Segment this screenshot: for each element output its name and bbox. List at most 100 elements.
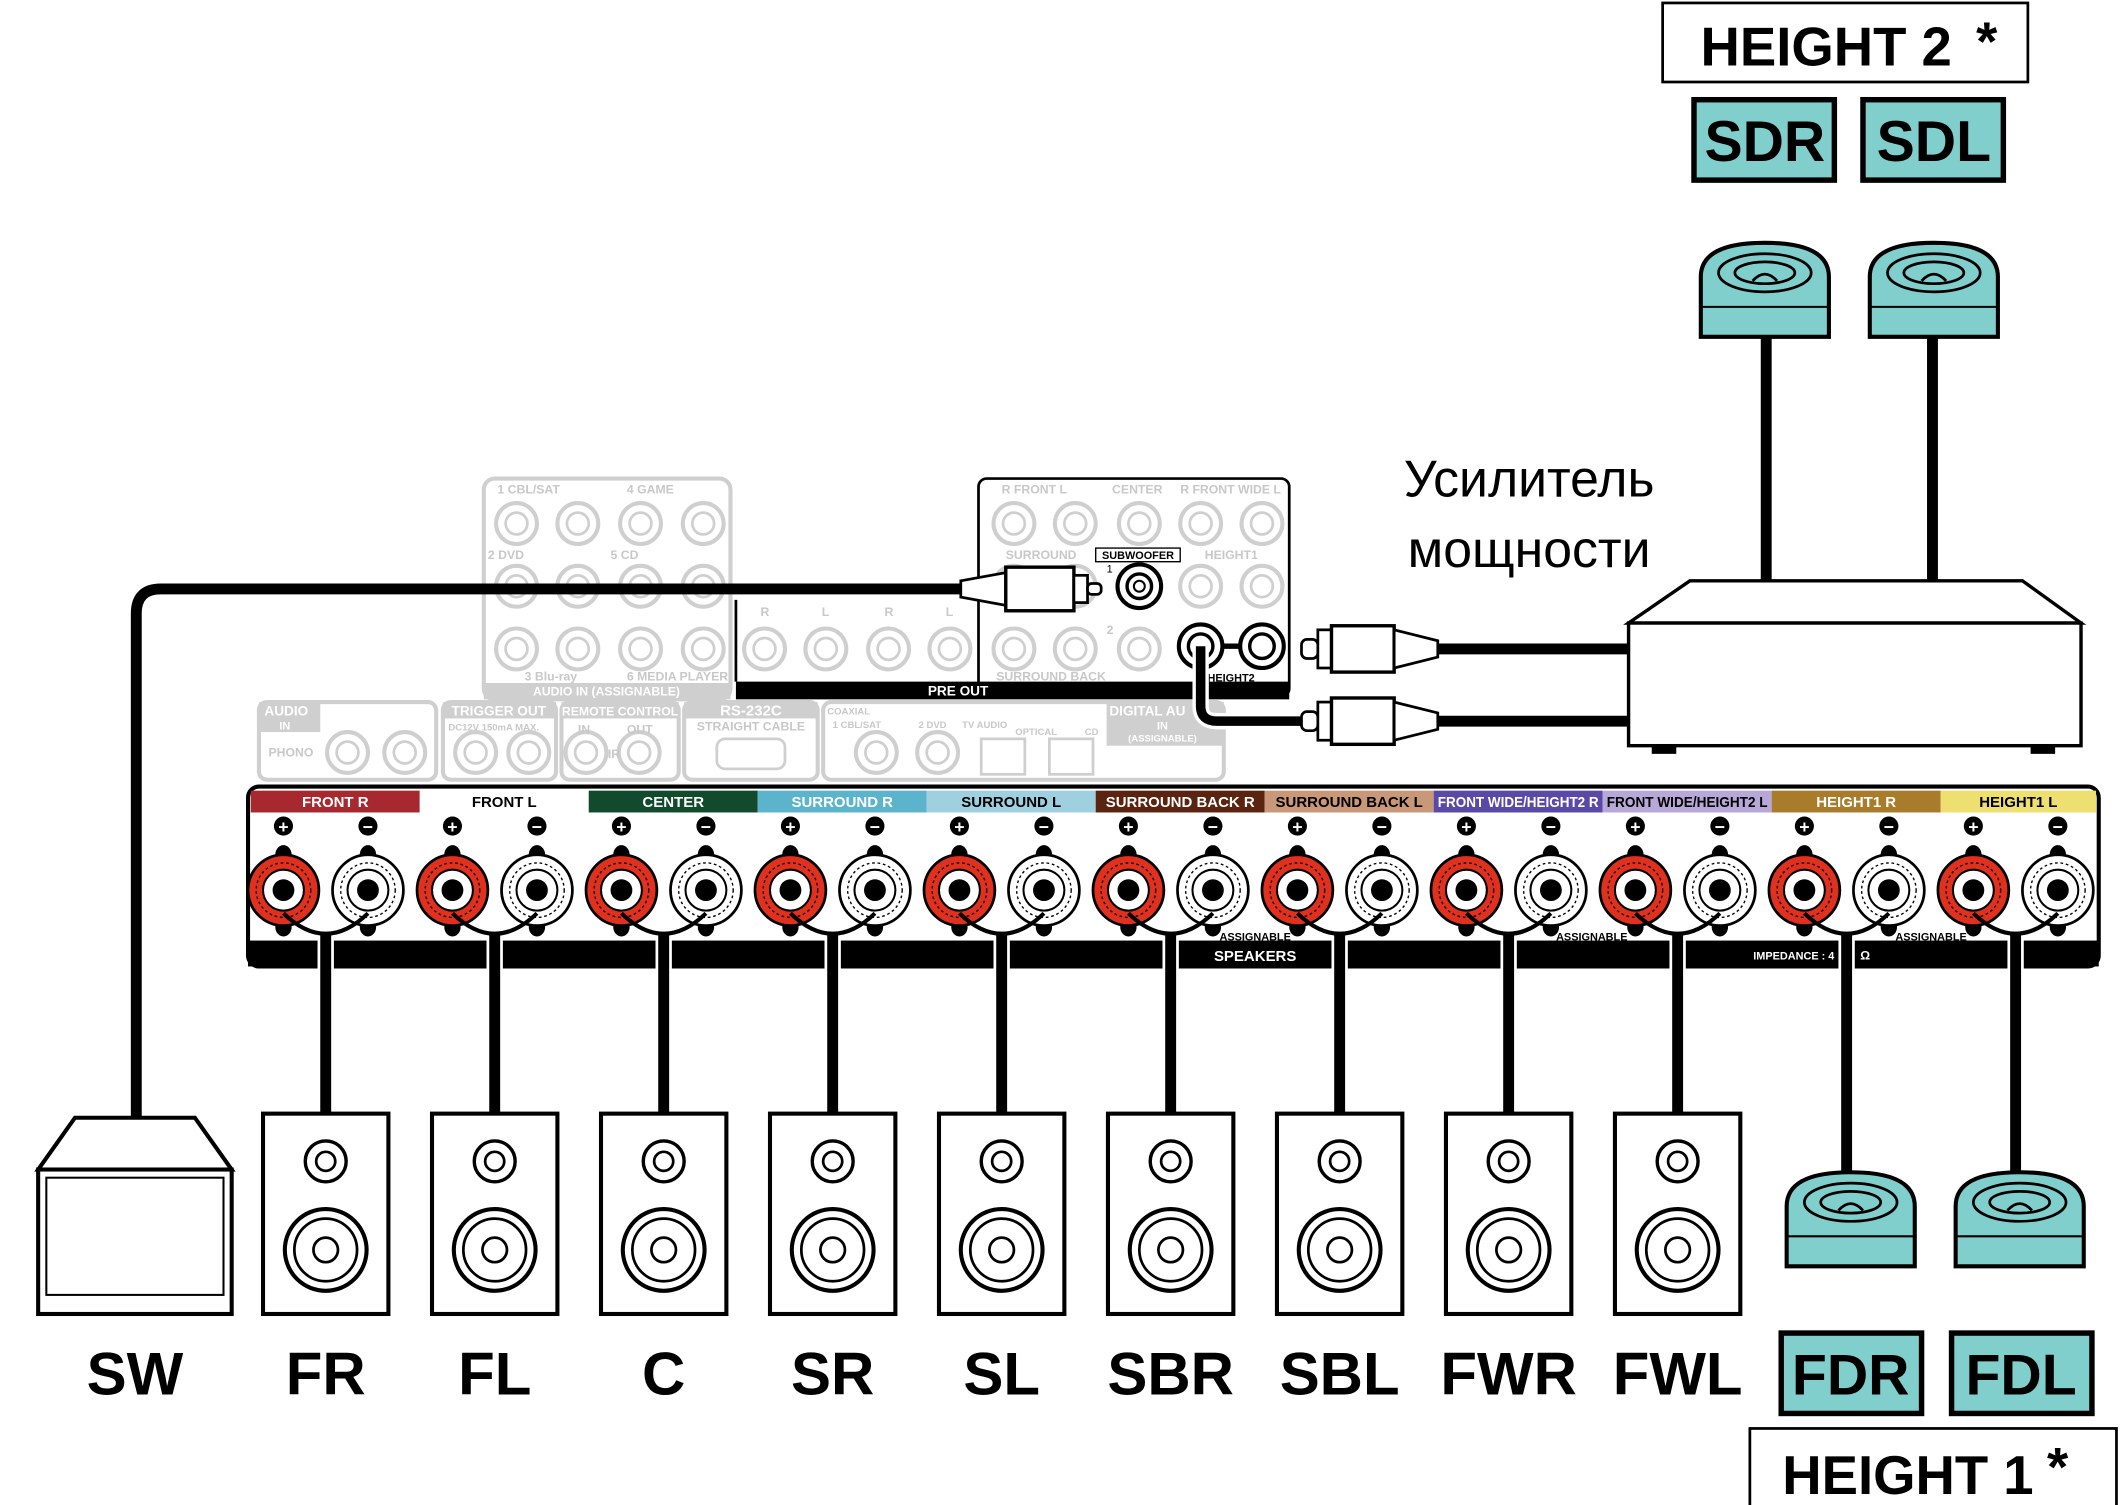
positive-terminal[interactable]: + (1429, 816, 1504, 937)
rca-jack-icon (680, 501, 726, 547)
rca-jack-icon (1116, 501, 1162, 547)
panel-label: HEIGHT1 (1205, 548, 1258, 562)
floor-speaker (429, 1111, 560, 1317)
positive-terminal[interactable]: + (922, 816, 997, 937)
rca-jack-icon (853, 730, 899, 775)
panel-label: COAXIAL (827, 706, 870, 717)
panel-label: IN (578, 722, 590, 736)
panel-label: DIGITAL AU (1109, 704, 1185, 719)
rca-jack-icon (803, 626, 849, 672)
negative-terminal[interactable]: − (2021, 816, 2095, 937)
panel-label: SURROUND (1006, 548, 1077, 562)
terminal-label-side: R (358, 794, 369, 811)
speaker-label-fl: FL (458, 1340, 531, 1407)
terminal-label: FRONT WIDE/HEIGHT2R (1438, 794, 1599, 811)
floor-speaker (1612, 1111, 1743, 1317)
floor-speaker (1105, 1111, 1236, 1317)
positive-terminal[interactable]: + (1091, 816, 1166, 937)
panel-label: R (884, 605, 893, 619)
panel-label: R (760, 605, 769, 619)
panel-label: CD (1085, 727, 1099, 738)
positive-terminal[interactable]: + (1936, 816, 2011, 937)
terminal-label-text: SURROUND BACK (1276, 794, 1410, 811)
terminal-label-bg (1095, 790, 1265, 813)
panel-label: PHONO (268, 746, 313, 760)
height1-asterisk: * (2047, 1437, 2069, 1498)
cables (130, 562, 1440, 1121)
terminal-label-text: SURROUND (791, 794, 878, 811)
positive-terminal[interactable]: + (584, 816, 659, 937)
terminal-label-side: R (1885, 794, 1896, 811)
panel-label: AUDIO (264, 704, 308, 719)
negative-terminal[interactable]: − (1007, 816, 1081, 937)
terminal-label-bg (1771, 790, 1941, 813)
panel-label: (ASSIGNABLE) (1128, 734, 1197, 745)
minus-sign: − (1715, 817, 1725, 837)
rca-jack-icon (616, 730, 662, 775)
panel-label: 2 DVD (488, 548, 524, 562)
negative-terminal[interactable]: − (1345, 816, 1419, 937)
floor-speaker (767, 1111, 898, 1317)
rca-jack-icon (1116, 626, 1162, 672)
negative-terminal[interactable]: − (1514, 816, 1588, 937)
rca-jack-icon (1178, 501, 1224, 547)
plus-sign: + (1799, 817, 1809, 837)
negative-terminal[interactable]: − (500, 816, 574, 937)
rca-jack-icon (555, 501, 601, 547)
terminal-label-text: FRONT WIDE/HEIGHT2 (1438, 794, 1585, 811)
rca-jack-icon (1178, 563, 1224, 609)
terminal-label-side: R (1589, 794, 1599, 811)
positive-terminal[interactable]: + (415, 816, 490, 937)
terminal-label-text: FRONT (302, 794, 354, 811)
negative-terminal[interactable]: − (1683, 816, 1757, 937)
impedance-ohm: Ω (1860, 949, 1870, 963)
minus-sign: − (1039, 817, 1049, 837)
subwoofer-speaker (34, 1115, 236, 1317)
rca-jack-icon (494, 626, 539, 672)
height2-pre-out-jack-l (1238, 622, 1286, 671)
rca-jack-icon (915, 730, 961, 775)
negative-terminal[interactable]: − (838, 816, 912, 937)
terminal-label-bg (757, 790, 927, 813)
terminal-label-text: HEIGHT1 (1979, 794, 2044, 811)
impedance-label: IMPEDANCE : 4 (1753, 951, 1834, 963)
positive-terminal[interactable]: + (1767, 816, 1842, 937)
terminal-label-side: R (882, 794, 893, 811)
speaker-label-sbl: SBL (1280, 1340, 1400, 1407)
rca-jack-icon (1239, 563, 1285, 609)
speaker-fdl (1953, 1170, 2086, 1269)
positive-terminal[interactable]: + (753, 816, 828, 937)
rca-plug-amp-l (1300, 696, 1440, 747)
terminal-label-text: SURROUND (961, 794, 1048, 811)
terminal-label-text: FRONT WIDE/HEIGHT2 (1607, 794, 1756, 811)
height2-cable (1195, 646, 1309, 726)
positive-terminal[interactable]: + (1260, 816, 1335, 937)
panel-label: R FRONT WIDE L (1180, 483, 1281, 497)
terminal-label-text: HEIGHT1 (1816, 794, 1881, 811)
negative-terminal[interactable]: − (669, 816, 743, 937)
rca-jack-icon (991, 501, 1037, 547)
rca-jack-icon (382, 730, 428, 775)
plus-sign: + (1461, 817, 1471, 837)
floor-speaker (260, 1111, 391, 1317)
minus-sign: − (363, 817, 373, 837)
negative-terminal[interactable]: − (331, 816, 405, 937)
rca-jack-icon (742, 626, 788, 672)
negative-terminal[interactable]: − (1852, 816, 1926, 937)
terminal-label-side: L (528, 794, 537, 811)
negative-terminal[interactable]: − (1176, 816, 1250, 937)
positive-terminal[interactable]: + (246, 816, 321, 937)
subwoofer-pre-out-jack (1115, 562, 1164, 611)
height2-preout-label: HEIGHT2 (1207, 673, 1254, 685)
positive-terminal[interactable]: + (1598, 816, 1673, 937)
minus-sign: − (1377, 817, 1387, 837)
panel-label: SURROUND BACK (996, 669, 1106, 683)
pre-out-label: PRE OUT (928, 683, 989, 698)
speaker-label-fwr: FWR (1440, 1340, 1577, 1407)
amplifier-label-line1: Усилитель (1404, 449, 1655, 507)
panel-label: 5 CD (611, 548, 639, 562)
minus-sign: − (870, 817, 880, 837)
